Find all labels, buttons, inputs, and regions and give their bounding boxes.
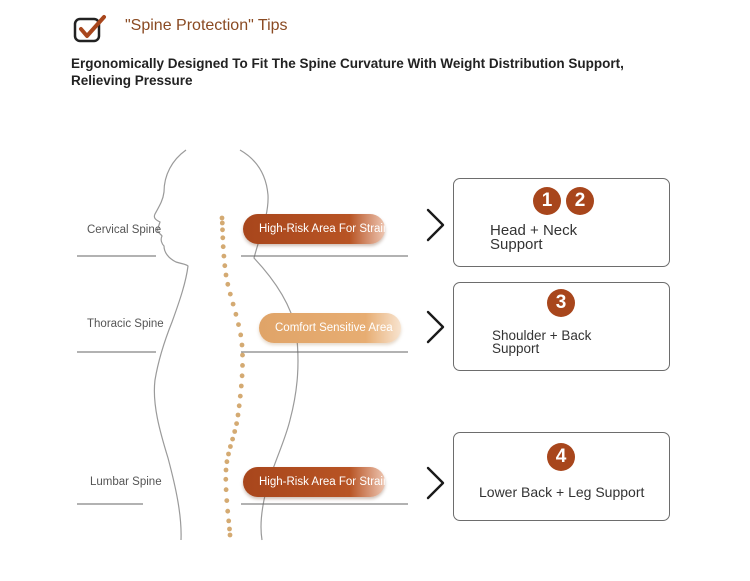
spine-dot bbox=[238, 332, 244, 338]
page-subtitle: Ergonomically Designed To Fit The Spine … bbox=[71, 56, 624, 88]
spine-dots bbox=[219, 215, 245, 538]
region-label-lumbar: Lumbar Spine bbox=[90, 476, 162, 488]
spine-dot bbox=[237, 393, 243, 399]
spine-dot bbox=[226, 518, 232, 524]
spine-dot bbox=[239, 373, 245, 379]
spine-dot bbox=[224, 459, 230, 465]
spine-dot bbox=[220, 227, 225, 233]
spine-dot bbox=[235, 412, 241, 418]
spine-dot bbox=[236, 403, 242, 409]
spine-dot bbox=[219, 215, 225, 221]
support-card-head-neck: 1 2 Head + Neck Support bbox=[453, 178, 670, 267]
number-badge: 3 bbox=[547, 289, 575, 317]
support-card-lower-back-leg: 4 Lower Back + Leg Support bbox=[453, 432, 670, 521]
spine-dot bbox=[233, 311, 239, 317]
number-badge: 4 bbox=[547, 443, 575, 471]
chevron-right-icon bbox=[426, 310, 445, 344]
spine-dot bbox=[236, 322, 241, 327]
spine-dot bbox=[227, 526, 232, 532]
spine-dot bbox=[227, 291, 233, 297]
spine-dot bbox=[220, 235, 226, 241]
support-card-shoulder-back: 3 Shoulder + Back Support bbox=[453, 282, 670, 371]
spine-dot bbox=[219, 220, 225, 226]
spine-dot bbox=[226, 451, 231, 457]
spine-dot bbox=[223, 467, 229, 473]
checkbox-check-icon bbox=[73, 15, 106, 43]
spine-dot bbox=[240, 363, 245, 368]
spine-dot bbox=[232, 429, 238, 434]
spine-dot bbox=[221, 253, 227, 259]
spine-dot bbox=[224, 498, 230, 503]
spine-dot bbox=[228, 444, 233, 449]
pill-cervical-risk: High-Risk Area For Strain bbox=[243, 214, 385, 244]
spine-dot bbox=[223, 487, 229, 493]
spine-dot bbox=[238, 383, 244, 389]
card-subtitle: Support bbox=[492, 341, 540, 356]
spine-dot bbox=[225, 508, 231, 514]
region-label-thoracic: Thoracic Spine bbox=[87, 318, 164, 330]
spine-dot bbox=[223, 272, 229, 278]
spine-dot bbox=[222, 263, 228, 269]
pill-lumbar-risk: High-Risk Area For Strain bbox=[243, 467, 385, 497]
chevron-right-icon bbox=[426, 208, 445, 242]
card-title: Head + Neck bbox=[490, 222, 578, 239]
number-badge: 2 bbox=[566, 187, 594, 215]
chevron-right-icon bbox=[426, 466, 445, 500]
divider-lines bbox=[77, 255, 408, 505]
spine-dot bbox=[223, 476, 229, 482]
spine-dot bbox=[239, 342, 245, 348]
pill-thoracic-comfort: Comfort Sensitive Area bbox=[259, 313, 401, 343]
number-badge: 1 bbox=[533, 187, 561, 215]
card-title: Lower Back + Leg Support bbox=[479, 484, 645, 500]
spine-dot bbox=[234, 421, 240, 426]
card-title: Shoulder + Back bbox=[492, 328, 592, 343]
spine-dot bbox=[240, 352, 245, 358]
spine-dot bbox=[220, 244, 226, 250]
spine-dot bbox=[225, 281, 231, 287]
page-title: "Spine Protection" Tips bbox=[125, 17, 288, 34]
card-subtitle: Support bbox=[490, 236, 543, 253]
region-label-cervical: Cervical Spine bbox=[87, 224, 162, 236]
spine-dot bbox=[230, 301, 236, 307]
spine-dot bbox=[227, 532, 233, 538]
spine-dot bbox=[230, 436, 236, 442]
